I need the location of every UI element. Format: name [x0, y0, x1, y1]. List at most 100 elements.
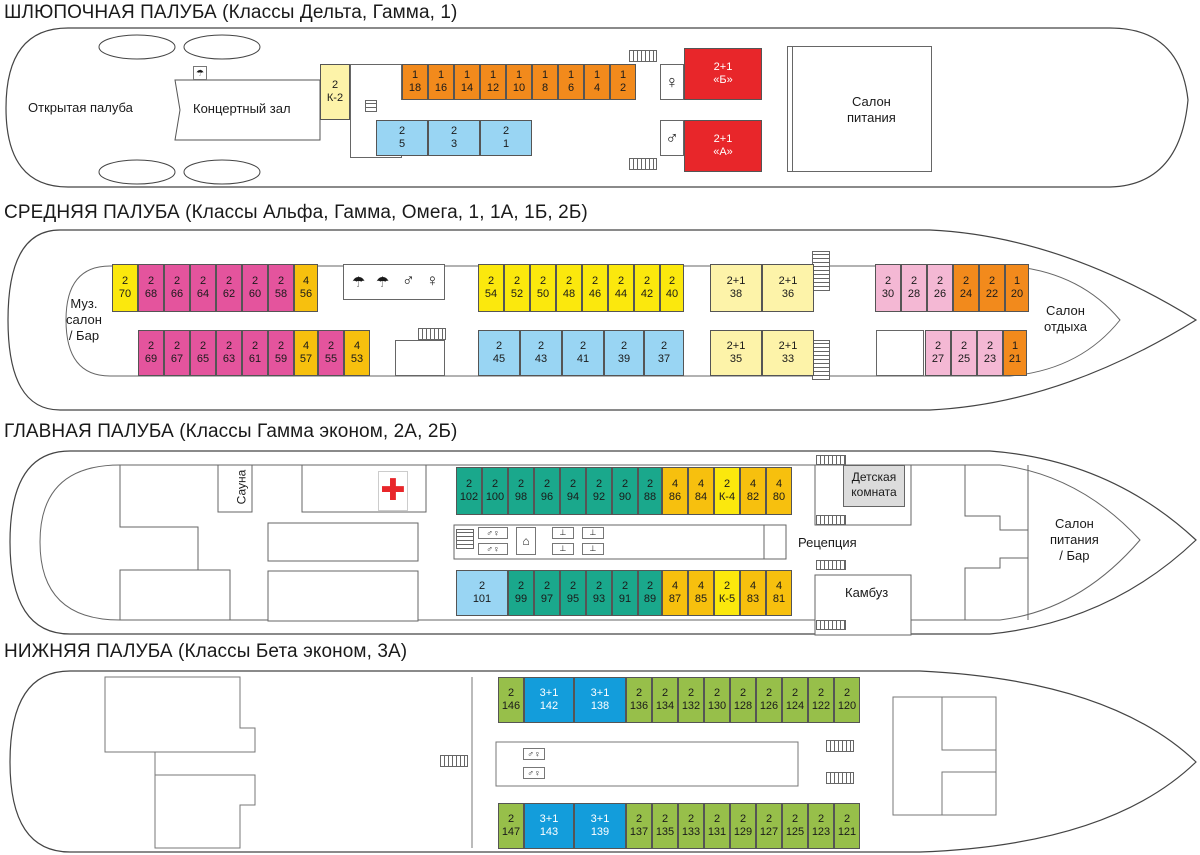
cabin-boat-14[interactable]: 2+1«А» [684, 120, 762, 172]
cabin-boat-10[interactable]: 2+1«Б» [684, 48, 762, 100]
